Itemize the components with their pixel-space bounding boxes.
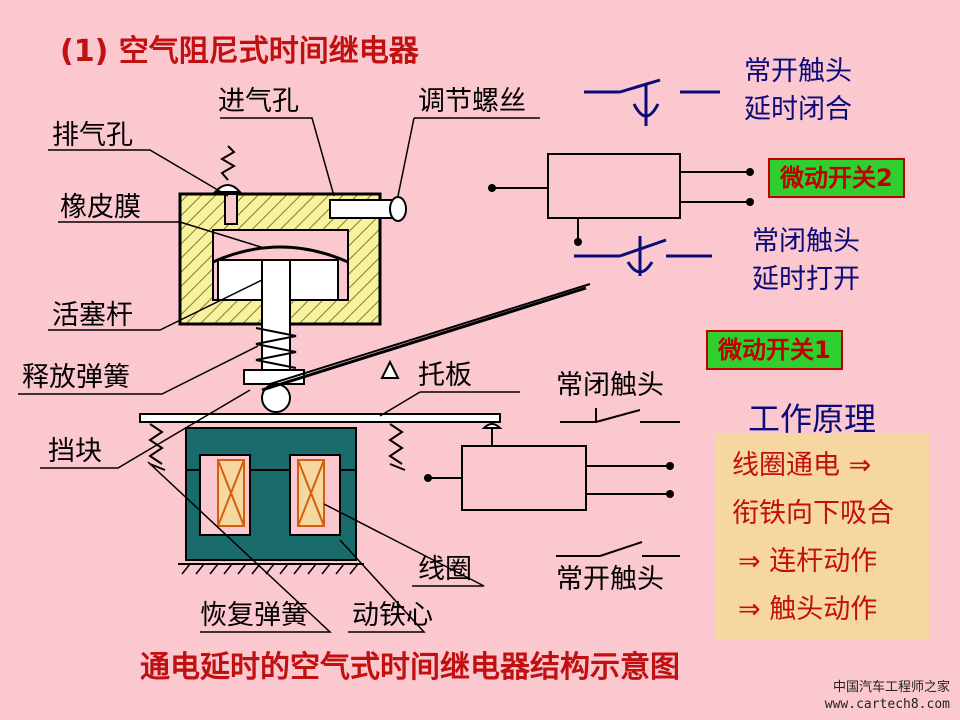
label-coil: 线圈 (418, 554, 472, 585)
reset-spring-right (388, 423, 404, 465)
label-stopper: 挡块 (48, 436, 102, 467)
instant-no-contact-symbol (556, 541, 680, 557)
watermark-line1: 中国汽车工程师之家 (832, 679, 950, 695)
leader-lines (18, 117, 540, 633)
rubber-membrane-shape (212, 245, 349, 264)
tray-plate (139, 413, 501, 423)
delay-no-contact-symbol (584, 78, 720, 126)
principle-step: ⇒ 连杆动作 (738, 546, 878, 577)
label-moving-core: 动铁心 (352, 600, 433, 631)
watermark-line2: www.cartech8.com (824, 697, 950, 713)
label-reset-spring: 恢复弹簧 (200, 600, 308, 631)
micro-switch-2-body (488, 153, 754, 246)
principle-step: 线圈通电 ⇒ (732, 450, 872, 481)
instant-nc-contact-symbol (560, 408, 680, 423)
release-spring-shape (255, 327, 297, 369)
label-rubber-membrane: 橡皮膜 (60, 192, 141, 223)
delay-nc-contact-symbol (574, 236, 712, 276)
label-no-contact: 常开触头 (556, 564, 664, 595)
principle-step: ⇒ 触头动作 (738, 594, 878, 625)
delay-no-label-line1: 常开触头 (744, 56, 852, 87)
lever-arm (261, 283, 591, 392)
air-chamber (178, 145, 407, 326)
principle-box: 线圈通电 ⇒ 衔铁向下吸合 ⇒ 连杆动作 ⇒ 触头动作 (716, 434, 930, 640)
page-title: (1) 空气阻尼式时间继电器 (60, 34, 419, 69)
label-tray: 托板 (418, 360, 472, 391)
micro-switch-2-badge: 微动开关2 (768, 158, 905, 198)
label-nc-contact: 常闭触头 (556, 370, 664, 401)
label-exhaust-hole: 排气孔 (52, 120, 133, 151)
label-adjust-screw: 调节螺丝 (418, 86, 526, 117)
principle-title: 工作原理 (748, 400, 877, 438)
electromagnet-core (178, 427, 364, 575)
label-piston-rod: 活塞杆 (52, 300, 133, 331)
diagram-caption: 通电延时的空气式时间继电器结构示意图 (140, 650, 680, 685)
micro-switch-1-badge: 微动开关1 (706, 330, 843, 370)
label-intake-hole: 进气孔 (218, 86, 299, 117)
delay-no-label-line2: 延时闭合 (744, 94, 852, 125)
delay-nc-label-line1: 常闭触头 (752, 226, 860, 257)
micro-switch-1-body (424, 423, 674, 511)
label-release-spring: 释放弹簧 (22, 362, 130, 393)
watermark: 中国汽车工程师之家 www.cartech8.com (825, 679, 950, 714)
piston-rod (243, 259, 305, 413)
principle-step: 衔铁向下吸合 (732, 498, 894, 529)
delay-nc-label-line2: 延时打开 (752, 264, 860, 295)
reset-spring-left (148, 423, 164, 465)
